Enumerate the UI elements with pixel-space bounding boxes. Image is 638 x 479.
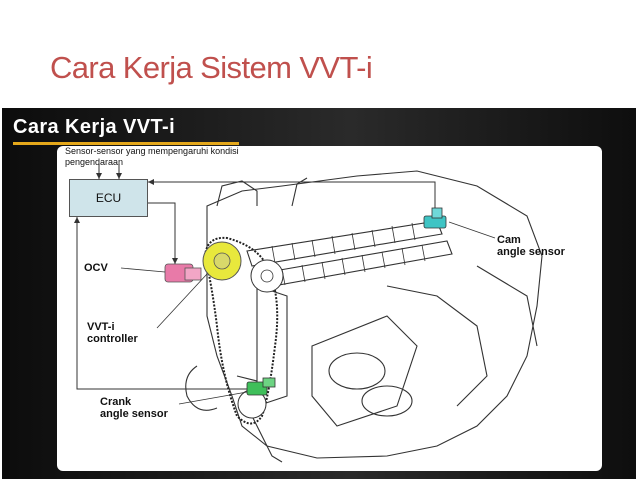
ocv-valve [164, 263, 202, 283]
vvt-i-label-line1: VVT-i [87, 321, 115, 333]
slide-title: Cara Kerja Sistem VVT-i [50, 50, 373, 85]
timing-chain [203, 236, 279, 425]
ocv-label: OCV [84, 262, 108, 274]
crank-angle-sensor [246, 377, 276, 396]
vvt-i-controller-label: VVT-i controller [87, 321, 138, 345]
crank-angle-sensor-label: Crank angle sensor [100, 396, 168, 420]
crank-label-line2: angle sensor [100, 408, 168, 420]
ecu-label: ECU [95, 191, 122, 205]
label-leader-lines [120, 221, 496, 405]
figure-heading-underline [13, 142, 239, 145]
vvt-i-label-line2: controller [87, 333, 138, 345]
wire-arrowheads [74, 173, 178, 264]
cam-label-line2: angle sensor [497, 246, 565, 258]
engine-block-outline [185, 170, 543, 463]
cam-angle-sensor-label: Cam angle sensor [497, 234, 565, 258]
ecu-box: ECU [69, 179, 148, 217]
diagram-panel: Sensor-sensor yang mempengaruhi kondisi … [57, 146, 602, 471]
engine-diagram [74, 164, 543, 463]
signal-wires [76, 164, 436, 390]
figure-heading: Cara Kerja VVT-i [13, 116, 176, 138]
cam-angle-sensor [423, 207, 447, 229]
cam-label-line1: Cam [497, 234, 521, 246]
vvti-figure: Cara Kerja VVT-i [2, 108, 636, 479]
sensor-note: Sensor-sensor yang mempengaruhi kondisi … [65, 146, 239, 167]
crank-label-line1: Crank [100, 396, 132, 408]
